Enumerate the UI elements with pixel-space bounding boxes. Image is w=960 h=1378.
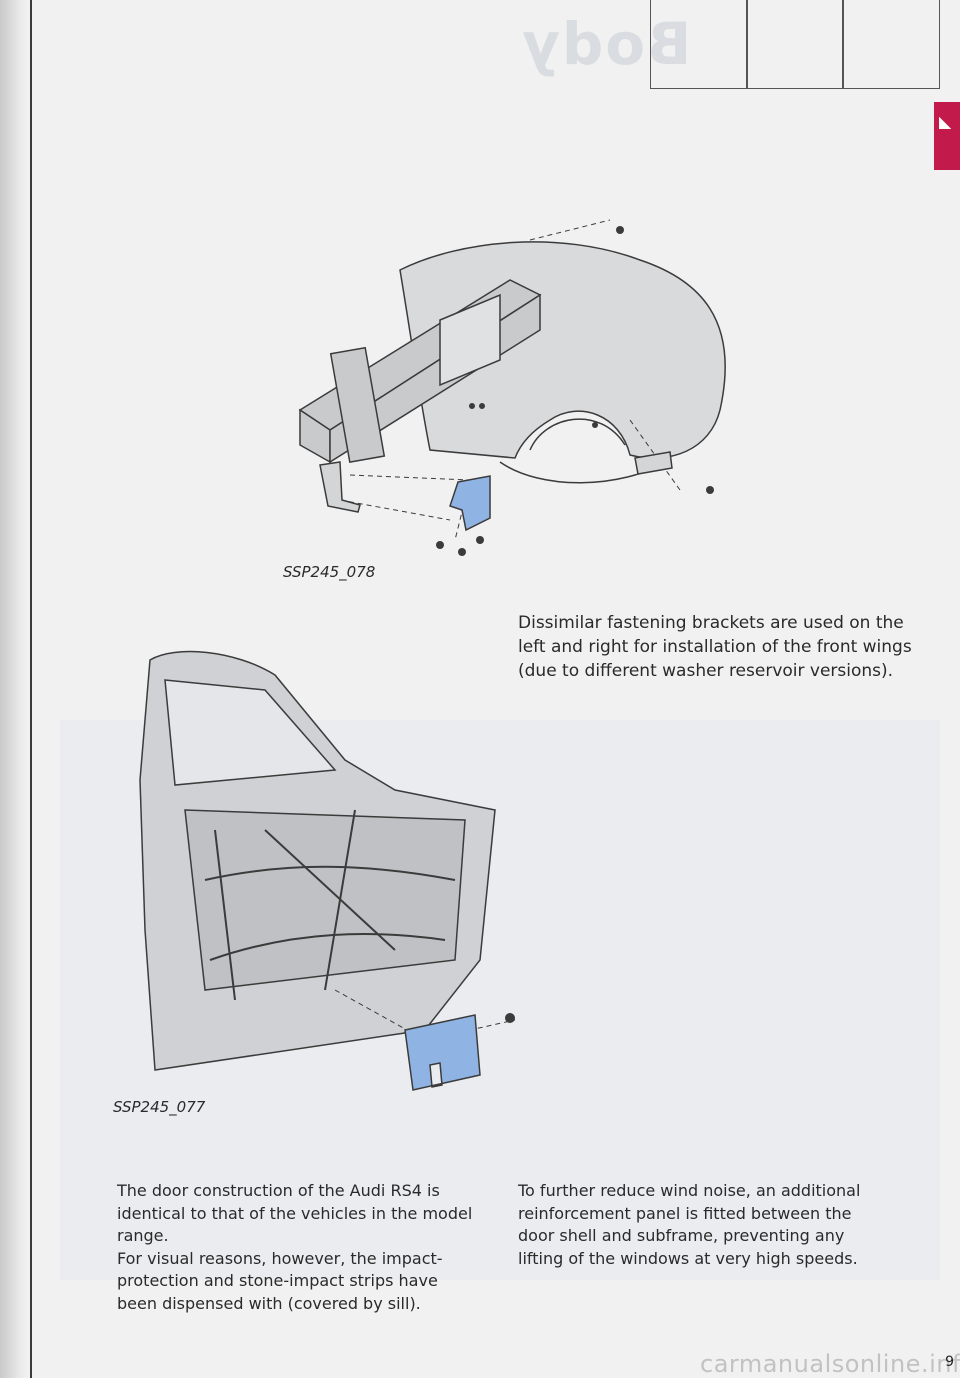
bolts: [436, 226, 714, 556]
front-subframe: [298, 279, 542, 464]
fastening-bracket: [319, 451, 673, 532]
figure-label-077: SSP245_077: [113, 1098, 206, 1116]
header-grid-cell: [746, 0, 844, 89]
header-grid: [650, 0, 940, 90]
wing-bracket-diagram: [298, 219, 726, 556]
body-text-right: To further reduce wind noise, an additio…: [518, 1181, 861, 1268]
body-text-left: The door construction of the Audi RS4 is…: [117, 1181, 473, 1313]
spine-edge-line: [30, 0, 32, 1378]
header-grid-cell: [842, 0, 940, 89]
bolt: [505, 1013, 515, 1023]
reinforcement-panel: [404, 1014, 481, 1091]
tab-arrow-icon: ◣: [939, 112, 952, 131]
section-tab-marker: ◣: [934, 102, 960, 170]
page-spine: [0, 0, 28, 1378]
door-shell: [139, 650, 496, 1071]
page-number: 9: [945, 1354, 954, 1370]
door-reinforcement-diagram: [139, 650, 515, 1091]
section-title: Body: [520, 10, 692, 78]
header-grid-cell: [650, 0, 748, 89]
figure-label-078: SSP245_078: [283, 563, 376, 581]
window-regulator-frame: [204, 809, 456, 1001]
figure-caption-078: Dissimilar fastening brackets are used o…: [518, 613, 912, 681]
site-watermark: carmanualsonline.info: [700, 1350, 960, 1378]
